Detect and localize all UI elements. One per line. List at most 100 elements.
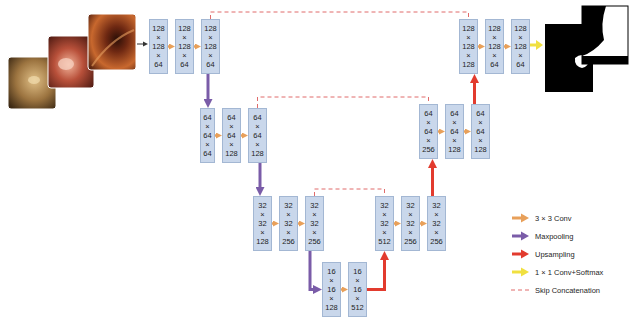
connector-h — [215, 134, 218, 137]
feature-map-box: 128 × 128 × 64 — [511, 19, 530, 74]
legend: 3 × 3 ConvMaxpoolingUpsampling 1 × 1 Conv… — [510, 209, 603, 299]
legend-arrow-head — [521, 250, 529, 259]
endoscopy-image — [88, 14, 136, 70]
connector-h — [194, 45, 197, 48]
connector-h — [241, 134, 244, 137]
feature-map-box: 64 × 64 × 128 — [222, 108, 241, 163]
feature-size: 32 × 32 × 256 — [404, 201, 417, 246]
feature-size: 64 × 64 × 64 — [203, 113, 211, 158]
feature-map-box: 32 × 32 × 128 — [253, 196, 272, 251]
connector-h — [504, 45, 507, 48]
input-images — [8, 14, 136, 109]
feature-size: 128 × 128 × 64 — [152, 24, 165, 69]
feature-size: 64 × 64 × 128 — [448, 109, 461, 154]
feature-map-box: 64 × 64 × 128 — [471, 104, 490, 159]
input-arrow — [137, 42, 148, 47]
image-highlight — [28, 76, 40, 84]
connector-v — [473, 79, 476, 104]
connector-v — [207, 74, 210, 103]
feature-map-box: 16 × 16 × 128 — [322, 262, 341, 317]
legend-item: 3 × 3 Conv — [510, 209, 603, 227]
connector-v — [431, 164, 434, 196]
feature-map-box: 64 × 64 × 128 — [248, 108, 267, 163]
legend-text: Skip Concatenation — [535, 286, 600, 295]
feature-size: 32 × 32 × 256 — [430, 201, 443, 246]
legend-arrow-head — [521, 232, 529, 241]
connector-h — [438, 130, 441, 133]
legend-text: 1 × 1 Conv+Softmax — [535, 268, 603, 277]
legend-dash-line — [511, 290, 529, 291]
legend-item: 1 × 1 Conv+Softmax — [510, 263, 603, 281]
connector-h — [394, 222, 397, 225]
legend-item: Maxpooling — [510, 227, 603, 245]
legend-arrow-line — [512, 253, 522, 256]
input-arrow-line — [137, 44, 144, 45]
image-highlight — [58, 58, 74, 70]
connector-h — [341, 288, 344, 291]
connector-v — [259, 163, 262, 191]
feature-map-box: 64 × 64 × 64 — [200, 108, 215, 163]
feature-size: 32 × 32 × 256 — [282, 201, 295, 246]
feature-map-box: 128 × 128 × 64 — [149, 19, 168, 74]
endoscopy-image — [48, 36, 94, 88]
connector-L — [310, 251, 317, 290]
feature-size: 32 × 32 × 128 — [256, 201, 269, 246]
connector-h — [272, 222, 275, 225]
feature-size: 128 × 128 × 64 — [514, 24, 527, 69]
feature-size: 16 × 16 × 128 — [325, 267, 338, 312]
feature-map-box: 128 × 128 × 64 — [201, 19, 220, 74]
connector-h — [168, 45, 171, 48]
feature-size: 128 × 128 × 64 — [488, 24, 501, 69]
connector-h — [420, 222, 423, 225]
feature-map-box: 128 × 128 × 128 — [459, 19, 478, 74]
legend-arrow-line — [512, 217, 522, 220]
segmentation-mask — [582, 6, 628, 64]
feature-map-box: 64 × 64 × 128 — [445, 104, 464, 159]
legend-arrow-line — [512, 271, 522, 274]
legend-text: Maxpooling — [535, 232, 573, 241]
feature-size: 64 × 64 × 256 — [422, 109, 435, 154]
feature-map-box: 128 × 128 × 64 — [175, 19, 194, 74]
feature-map-box: 32 × 32 × 256 — [401, 196, 420, 251]
legend-item: Upsampling — [510, 245, 603, 263]
feature-map-box: 32 × 32 × 256 — [279, 196, 298, 251]
feature-map-box: 64 × 64 × 256 — [419, 104, 438, 159]
connector-h — [478, 45, 481, 48]
feature-map-box: 128 × 128 × 64 — [485, 19, 504, 74]
mask-background — [582, 6, 628, 64]
feature-map-box: 16 × 16 × 512 — [348, 262, 367, 317]
feature-size: 64 × 64 × 128 — [251, 113, 264, 158]
feature-size: 128 × 128 × 128 — [462, 24, 475, 69]
output-masks — [545, 6, 628, 92]
connector-skip — [258, 97, 429, 108]
feature-map-box: 32 × 32 × 512 — [375, 196, 394, 251]
legend-text: Upsampling — [535, 250, 575, 259]
softmax-arrow — [530, 40, 543, 50]
connector-skip — [315, 189, 385, 196]
legend-swatch — [510, 231, 530, 241]
connector-up — [367, 256, 385, 289]
feature-size: 128 × 128 × 64 — [204, 24, 217, 69]
image-fold — [92, 30, 134, 66]
feature-size: 32 × 32 × 256 — [308, 201, 321, 246]
legend-text: 3 × 3 Conv — [535, 214, 571, 223]
legend-arrow-line — [512, 235, 522, 238]
feature-size: 64 × 64 × 128 — [474, 109, 487, 154]
softmax-arrow-line — [530, 44, 537, 47]
feature-size: 16 × 16 × 512 — [351, 267, 364, 312]
connector-skip — [211, 12, 469, 19]
feature-size: 64 × 64 × 128 — [225, 113, 238, 158]
legend-swatch — [510, 267, 530, 277]
feature-map-box: 32 × 32 × 256 — [427, 196, 446, 251]
feature-size: 32 × 32 × 512 — [378, 201, 391, 246]
softmax-arrow-head — [536, 40, 543, 50]
legend-swatch — [510, 285, 530, 295]
legend-swatch — [510, 213, 530, 223]
input-arrow-head — [143, 42, 148, 47]
connector-h — [298, 222, 301, 225]
legend-arrow-head — [521, 214, 529, 223]
legend-swatch — [510, 249, 530, 259]
feature-map-box: 32 × 32 × 256 — [305, 196, 324, 251]
feature-size: 128 × 128 × 64 — [178, 24, 191, 69]
connector-h — [464, 130, 467, 133]
